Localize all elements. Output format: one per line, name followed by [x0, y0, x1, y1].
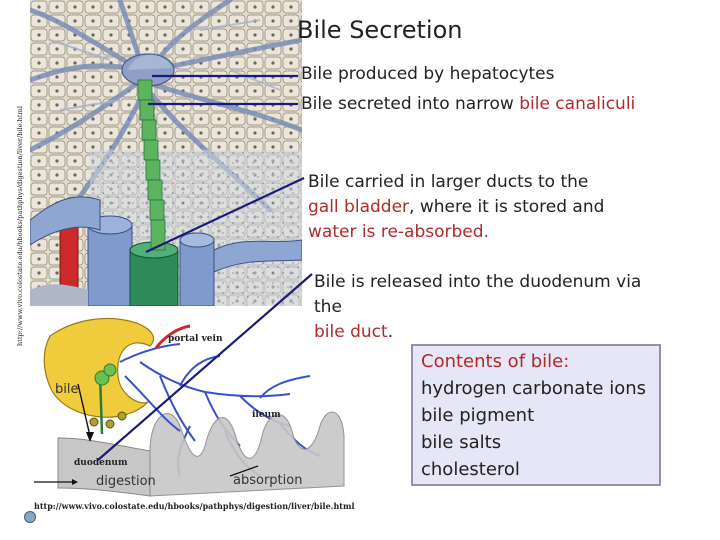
note-canaliculi-text: Bile secreted into narrow	[301, 94, 520, 114]
bile-contents-item: bile salts	[421, 432, 502, 453]
note-gall-bladder-text-2: , where it is stored and	[409, 197, 605, 217]
note-gall-bladder-text-1: Bile carried in larger ducts to the	[308, 172, 589, 192]
liver-lobule-illustration	[30, 0, 302, 306]
portal-vein-label: portal vein	[168, 334, 223, 344]
note-gall-bladder: Bile carried in larger ducts to the gall…	[308, 170, 608, 245]
note-bile-duct-period: .	[387, 322, 394, 342]
globe-icon	[24, 511, 36, 523]
digestion-diagram: portal vein bile ileum duodenum digestio…	[30, 306, 348, 500]
page-title: Bile Secretion	[297, 16, 463, 44]
bile-canaliculi-term: bile canaliculi	[519, 94, 636, 114]
bile-contents-item: bile pigment	[421, 405, 535, 426]
vertical-source-url-text: http://www.vivo.colostate.edu/hbooks/pat…	[16, 106, 24, 346]
duodenum-label: duodenum	[74, 458, 128, 468]
ileum-label: ileum	[252, 410, 281, 420]
bile-contents-title: Contents of bile:	[421, 351, 570, 372]
bile-contents-box: Contents of bile: hydrogen carbonate ion…	[411, 344, 661, 486]
bile-contents-item: hydrogen carbonate ions	[421, 378, 646, 399]
note-bile-duct-text: Bile is released into the duodenum via t…	[314, 272, 642, 317]
bile-contents-item: cholesterol	[421, 459, 520, 480]
note-canaliculi: Bile secreted into narrow bile canalicul…	[301, 92, 635, 117]
digestion-label: digestion	[96, 474, 156, 489]
absorption-label: absorption	[233, 473, 303, 488]
vertical-source-url: http://www.vivo.colostate.edu/hbooks/pat…	[4, 0, 30, 350]
note-hepatocytes: Bile produced by hepatocytes	[301, 64, 555, 84]
gall-bladder-term: gall bladder	[308, 197, 410, 217]
source-url[interactable]: http://www.vivo.colostate.edu/hbooks/pat…	[34, 501, 355, 511]
note-bile-duct: Bile is released into the duodenum via t…	[314, 270, 674, 345]
bile-label: bile	[55, 382, 79, 397]
bile-duct-term: bile duct	[314, 322, 388, 342]
water-reabsorbed-term: water is re-absorbed.	[308, 222, 489, 242]
